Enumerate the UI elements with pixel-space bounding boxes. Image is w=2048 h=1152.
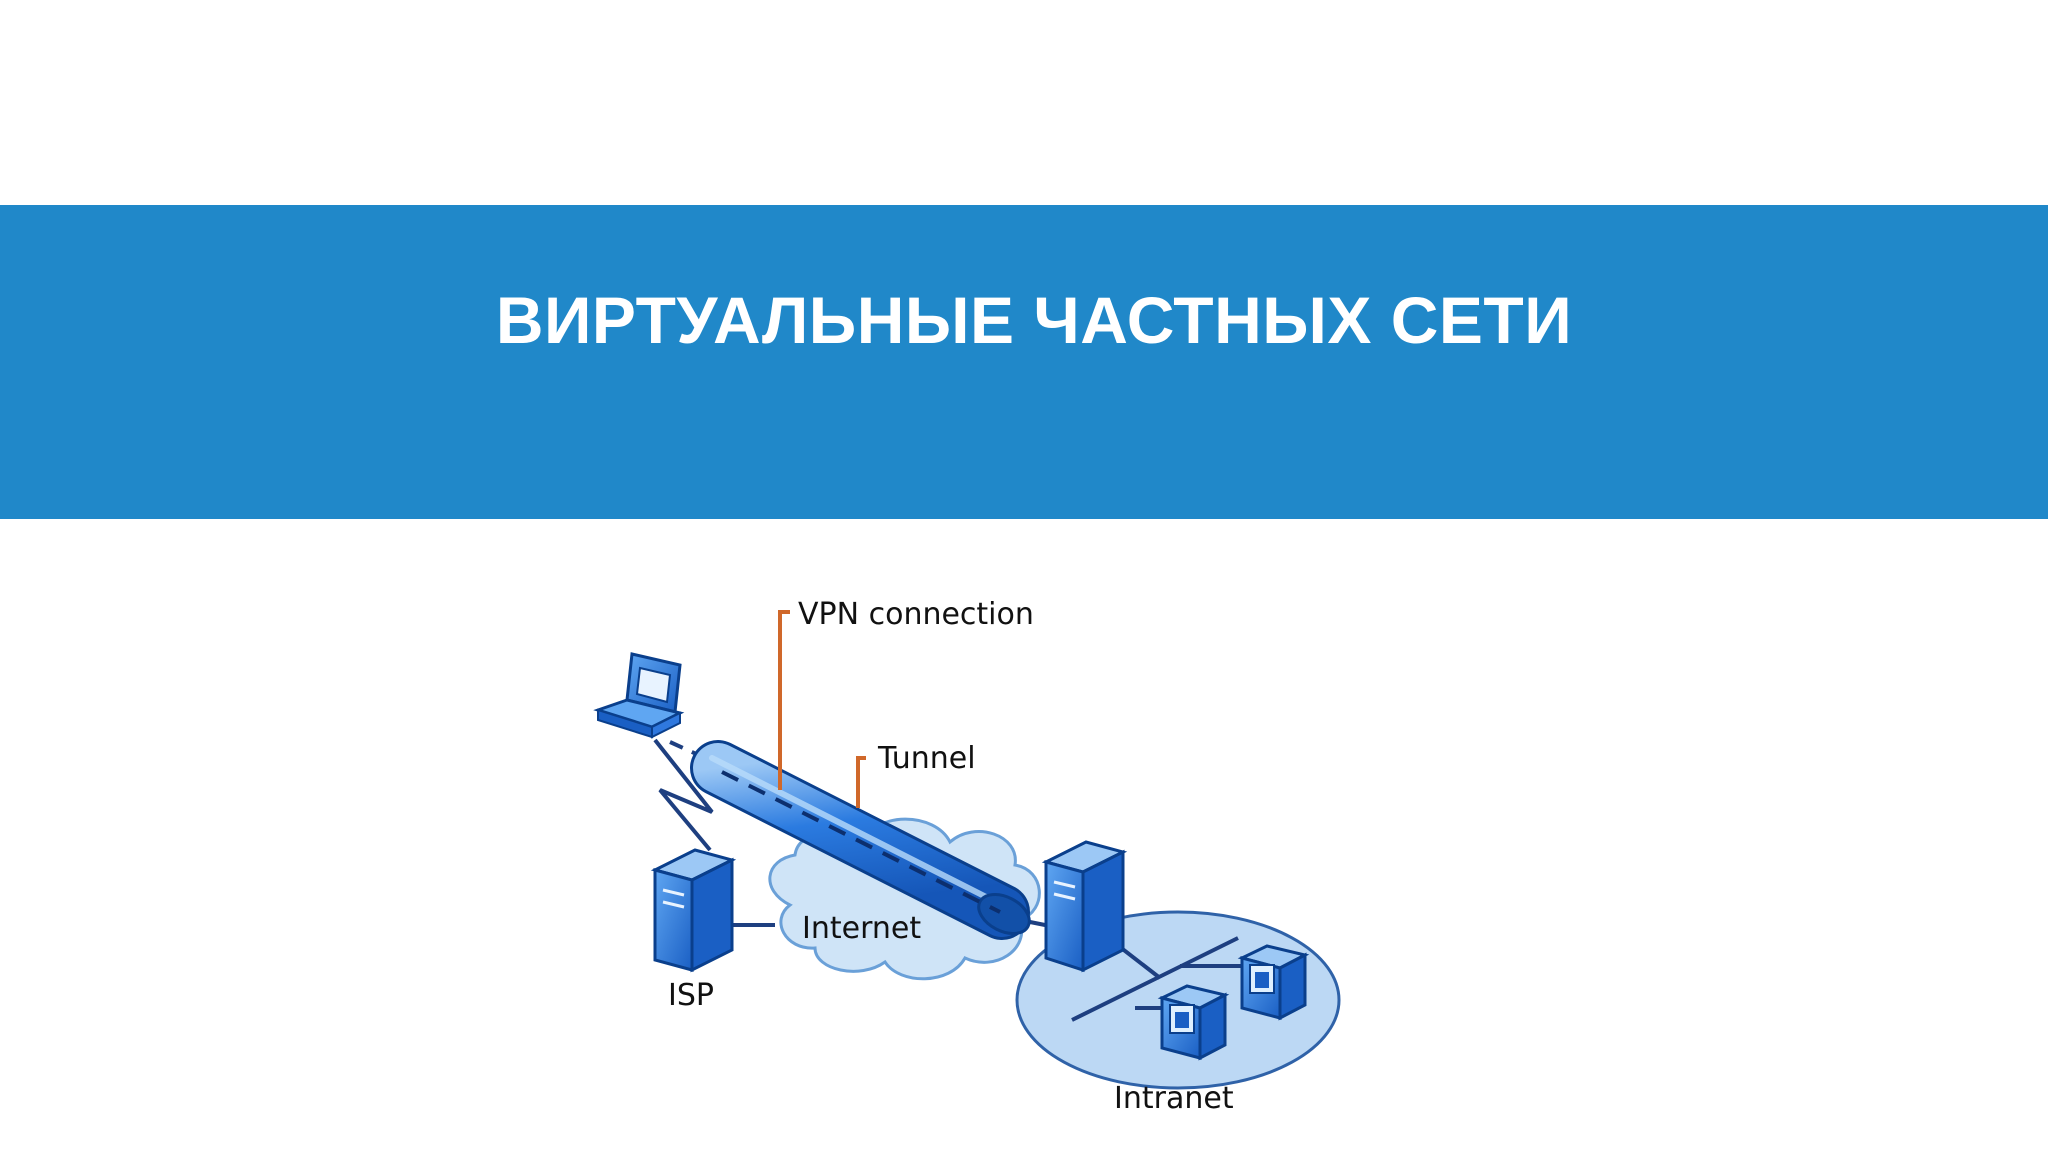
slide-title: ВИРТУАЛЬНЫЕ ЧАСТНЫХ СЕТИ	[495, 283, 1573, 357]
isp-server-icon	[650, 848, 737, 973]
internet-label: Internet	[802, 911, 921, 946]
vpn-connection-label: VPN connection	[798, 597, 1034, 632]
workstation-icon	[1157, 984, 1230, 1061]
tunnel-label: Tunnel	[877, 741, 976, 776]
vpn-server-icon	[1041, 840, 1128, 973]
tunnel-callout	[856, 756, 866, 808]
workstation-icon	[1237, 944, 1310, 1021]
title-band	[0, 205, 2048, 519]
vpn-connection-callout	[778, 610, 790, 790]
dialup-zigzag	[653, 738, 714, 852]
laptop-icon	[593, 652, 685, 739]
tunnel-tube	[690, 740, 1031, 940]
isp-label: ISP	[668, 978, 714, 1013]
intranet-label: Intranet	[1114, 1081, 1234, 1116]
